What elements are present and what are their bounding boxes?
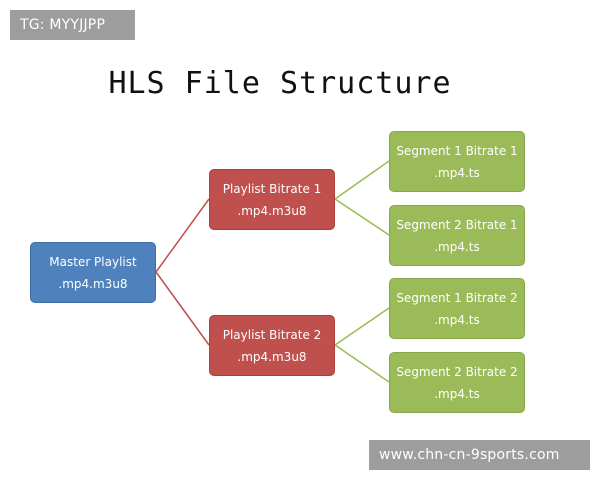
segment-2-bitrate-1-label: Segment 2 Bitrate 1 — [396, 217, 518, 232]
segment-2-bitrate-2-label: Segment 2 Bitrate 2 — [396, 364, 518, 379]
connector-playlist-1-segment-2 — [334, 198, 390, 236]
segment-2-bitrate-1-node: Segment 2 Bitrate 1 .mp4.ts — [389, 205, 525, 266]
connector-playlist-2-segment-4 — [334, 344, 390, 383]
segment-2-bitrate-1-ext: .mp4.ts — [434, 239, 480, 254]
segment-2-bitrate-2-ext: .mp4.ts — [434, 386, 480, 401]
master-playlist-ext: .mp4.m3u8 — [58, 276, 128, 291]
segment-2-bitrate-2-node: Segment 2 Bitrate 2 .mp4.ts — [389, 352, 525, 413]
diagram-title: HLS File Structure — [108, 66, 452, 101]
segment-1-bitrate-2-ext: .mp4.ts — [434, 312, 480, 327]
playlist-bitrate-2-ext: .mp4.m3u8 — [237, 349, 307, 364]
playlist-bitrate-1-label: Playlist Bitrate 1 — [222, 181, 322, 196]
playlist-bitrate-1-node: Playlist Bitrate 1 .mp4.m3u8 — [209, 169, 335, 230]
playlist-bitrate-2-label: Playlist Bitrate 2 — [222, 327, 322, 342]
playlist-bitrate-2-node: Playlist Bitrate 2 .mp4.m3u8 — [209, 315, 335, 376]
connector-playlist-1-segment-1 — [334, 160, 390, 200]
connector-master-playlist-1 — [155, 198, 210, 273]
segment-1-bitrate-2-node: Segment 1 Bitrate 2 .mp4.ts — [389, 278, 525, 339]
segment-1-bitrate-1-node: Segment 1 Bitrate 1 .mp4.ts — [389, 131, 525, 192]
segment-1-bitrate-1-label: Segment 1 Bitrate 1 — [396, 143, 518, 158]
playlist-bitrate-1-ext: .mp4.m3u8 — [237, 203, 307, 218]
watermark-top: TG: MYYJJPP — [10, 10, 135, 40]
segment-1-bitrate-2-label: Segment 1 Bitrate 2 — [396, 290, 518, 305]
master-playlist-label: Master Playlist — [49, 254, 137, 269]
connector-master-playlist-2 — [155, 271, 210, 346]
master-playlist-node: Master Playlist .mp4.m3u8 — [30, 242, 156, 303]
connector-playlist-2-segment-3 — [334, 307, 390, 346]
watermark-bottom: www.chn-cn-9sports.com — [369, 440, 590, 470]
segment-1-bitrate-1-ext: .mp4.ts — [434, 165, 480, 180]
